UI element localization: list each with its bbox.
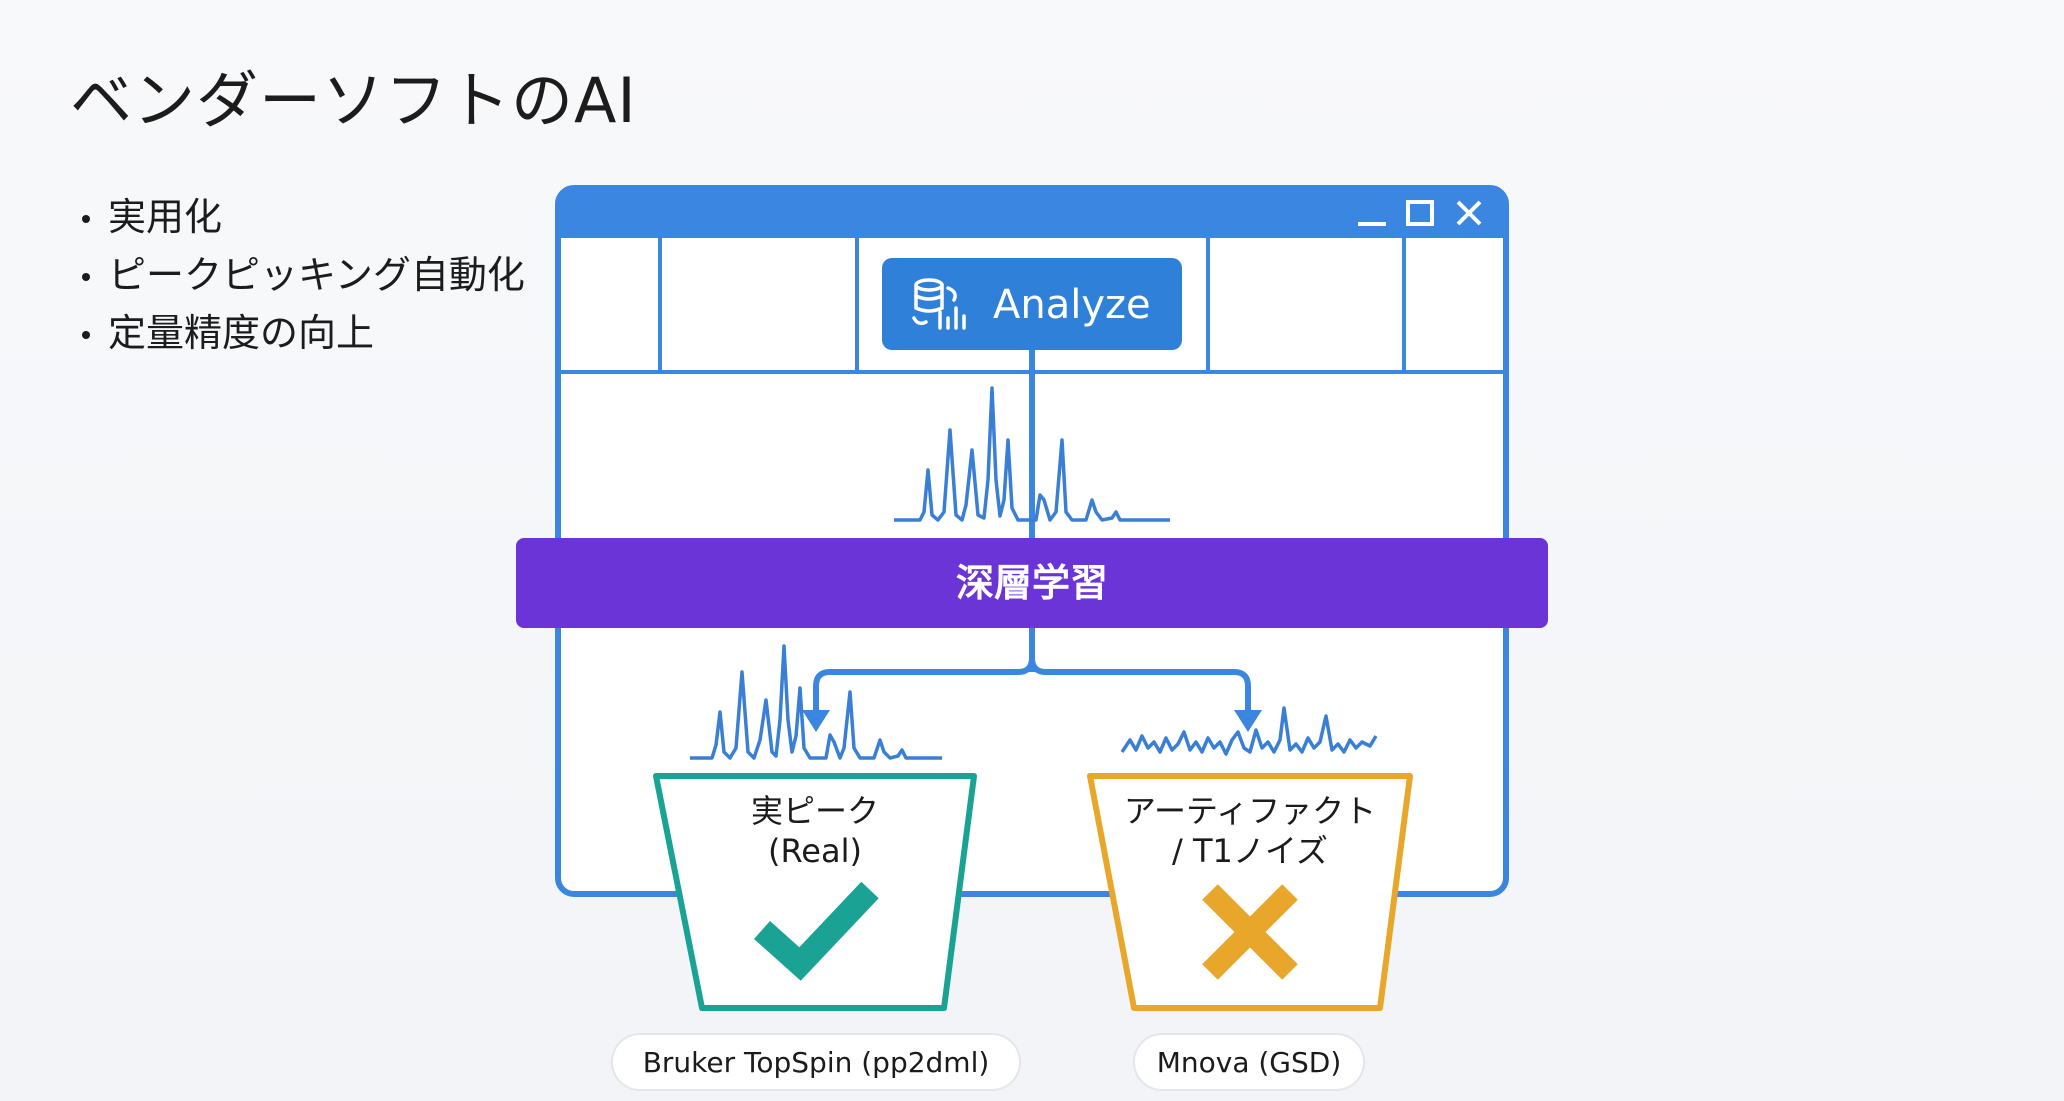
- spectrum-input: [894, 386, 1170, 522]
- database-analyze-icon: [912, 278, 966, 330]
- artifact-bin-line1: アーティファクト: [1124, 792, 1376, 830]
- artifact-bin: アーティファクト / T1ノイズ: [1087, 773, 1413, 1011]
- badge-bruker: Bruker TopSpin (pp2dml): [611, 1033, 1021, 1091]
- badge-bruker-label: Bruker TopSpin (pp2dml): [643, 1046, 990, 1079]
- bullet-item: ピークピッキング自動化: [78, 246, 525, 304]
- bullet-list: 実用化 ピークピッキング自動化 定量精度の向上: [78, 188, 525, 362]
- bullet-item: 定量精度の向上: [78, 304, 525, 362]
- bullet-item: 実用化: [78, 188, 525, 246]
- window-titlebar: [558, 188, 1506, 238]
- cross-icon: [1202, 884, 1298, 980]
- analyze-label: Analyze: [993, 282, 1151, 328]
- real-bin-line2: (Real): [768, 832, 862, 870]
- real-bin-line1: 実ピーク: [751, 792, 879, 830]
- artifact-bin-line2: / T1ノイズ: [1172, 832, 1328, 870]
- minimize-icon[interactable]: [1352, 204, 1392, 234]
- maximize-icon[interactable]: [1402, 198, 1442, 232]
- close-icon[interactable]: [1452, 198, 1492, 232]
- real-peak-bin: 実ピーク (Real): [653, 773, 977, 1011]
- spectrum-real-peaks: [690, 644, 942, 760]
- spectrum-noise: [1120, 706, 1378, 756]
- check-icon: [753, 881, 879, 981]
- deep-learning-band: [516, 538, 1548, 628]
- branch-arrows: [813, 628, 1251, 712]
- analyze-button[interactable]: Analyze: [882, 258, 1182, 350]
- badge-mnova-label: Mnova (GSD): [1157, 1046, 1342, 1079]
- deep-learning-label: 深層学習: [956, 561, 1108, 605]
- page-title: ベンダーソフトのAI: [70, 64, 637, 137]
- badge-mnova: Mnova (GSD): [1133, 1033, 1365, 1091]
- arrow-head-right: [1234, 710, 1262, 732]
- arrow-head-left: [802, 710, 830, 732]
